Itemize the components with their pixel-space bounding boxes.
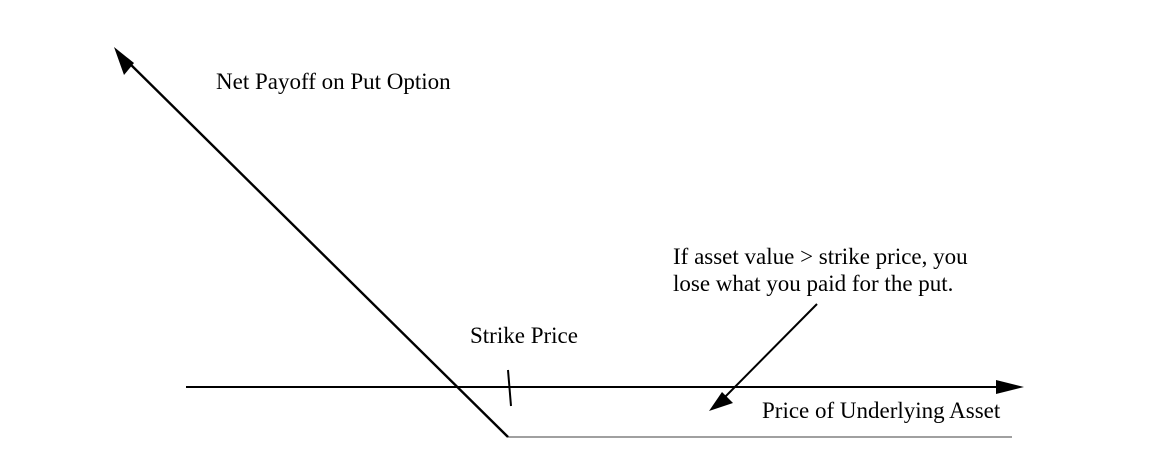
annotation-pointer-arrowhead [709,392,733,411]
annotation-pointer-line [721,303,818,401]
x-axis-arrowhead [996,380,1024,394]
strike-tick [507,369,512,407]
payoff-arrowhead [114,47,134,75]
payoff-label: Net Payoff on Put Option [216,69,451,94]
payoff-line [122,56,509,438]
strike-price-label: Strike Price [470,323,578,348]
x-axis-label: Price of Underlying Asset [762,398,1001,423]
annotation-text: If asset value > strike price, you lose … [673,243,968,297]
annotation-line-1: If asset value > strike price, you [673,244,968,269]
annotation-line-2: lose what you paid for the put. [673,271,954,296]
